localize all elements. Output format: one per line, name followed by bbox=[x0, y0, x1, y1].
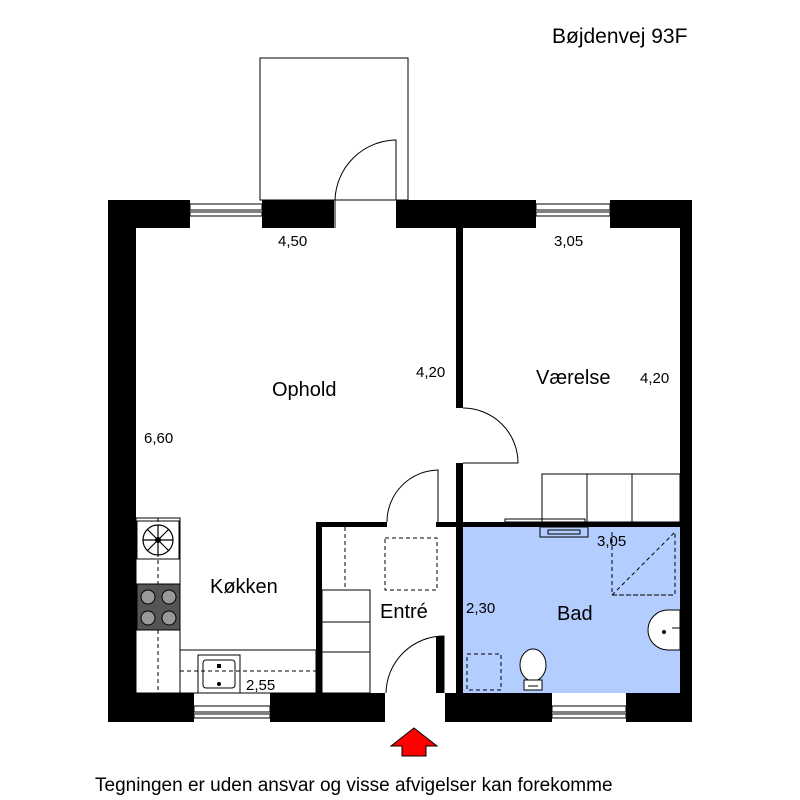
dimension-total-depth: 6,60 bbox=[144, 430, 173, 447]
dimension-bad-width: 3,05 bbox=[597, 533, 626, 550]
toilet-icon bbox=[519, 648, 547, 691]
extractor-fan-icon bbox=[136, 520, 180, 560]
room-label-koekken: Køkken bbox=[210, 576, 278, 598]
dimension-koekken-width: 2,55 bbox=[246, 677, 275, 694]
disclaimer-text: Tegningen er uden ansvar og visse afvige… bbox=[95, 775, 613, 796]
dimension-bad-depth: 2,30 bbox=[466, 600, 495, 617]
room-label-entre: Entré bbox=[380, 601, 428, 623]
room-label-bad: Bad bbox=[557, 603, 593, 625]
windows bbox=[189, 203, 627, 719]
dimension-vaerelse-depth: 4,20 bbox=[640, 370, 669, 387]
outer-walls bbox=[108, 200, 692, 722]
bathroom-area bbox=[460, 525, 680, 693]
terrace-outline bbox=[259, 57, 409, 201]
bathroom-fixtures bbox=[466, 526, 676, 691]
dimension-ophold-depth: 4,20 bbox=[416, 364, 445, 381]
kitchen-sink-icon bbox=[197, 654, 241, 694]
doors bbox=[334, 139, 519, 694]
stove-icon bbox=[136, 583, 181, 631]
room-label-ophold: Ophold bbox=[272, 379, 337, 401]
wardrobe bbox=[504, 473, 681, 523]
interior-walls bbox=[316, 228, 680, 693]
address-title: Bøjdenvej 93F bbox=[552, 25, 687, 48]
room-label-vaerelse: Værelse bbox=[536, 367, 610, 389]
dimension-ophold-width: 4,50 bbox=[278, 233, 307, 250]
entre-closet bbox=[321, 527, 438, 694]
entrance-arrow-icon bbox=[389, 727, 439, 757]
dimension-vaerelse-width: 3,05 bbox=[554, 233, 583, 250]
washbasin-icon bbox=[647, 609, 681, 651]
